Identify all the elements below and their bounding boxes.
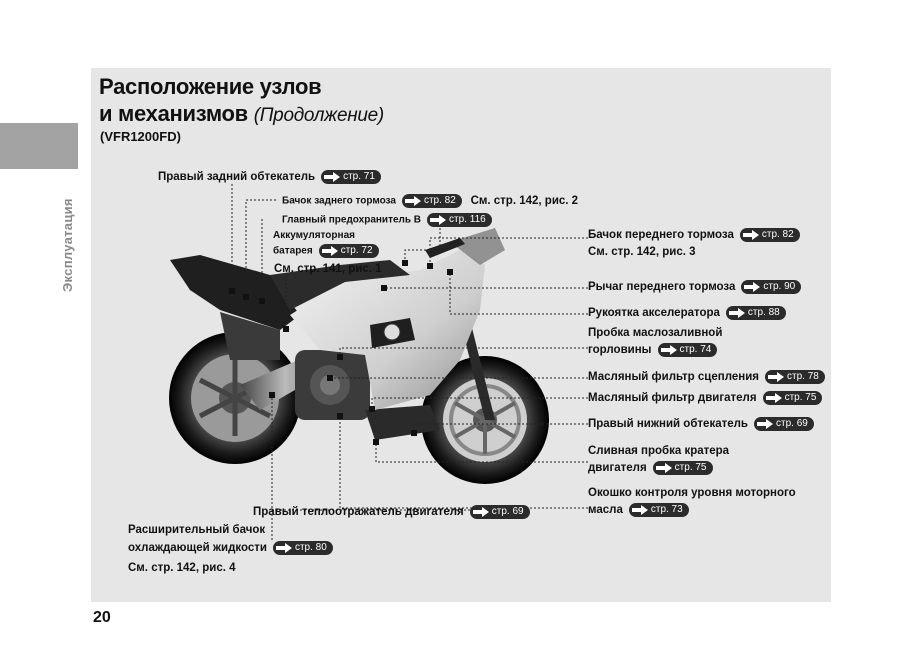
- page-title-line1: Расположение узлов: [99, 74, 322, 99]
- label-battery-see: См. стр. 141, рис. 1: [274, 263, 382, 275]
- arrow-right-icon: [768, 372, 784, 382]
- label-coolant-line1: Расширительный бачок: [128, 524, 266, 536]
- page-ref-badge[interactable]: стр. 90: [741, 280, 802, 294]
- arrow-right-icon: [728, 308, 745, 318]
- label-oil-window-line1: Окошко контроля уровня моторного: [588, 487, 796, 499]
- label-coolant-see: См. стр. 142, рис. 4: [128, 562, 236, 574]
- label-oil-filler-line1: Пробка маслозаливной: [588, 327, 723, 339]
- page-ref-badge[interactable]: стр. 116: [427, 213, 492, 227]
- arrow-right-icon: [430, 215, 447, 225]
- title-continued: (Продолжение): [253, 105, 385, 126]
- arrow-right-icon: [655, 463, 672, 473]
- arrow-right-icon: [757, 419, 774, 429]
- page-ref-badge[interactable]: стр. 82: [401, 194, 462, 208]
- section-tab-marker: [0, 123, 78, 169]
- page-ref-badge[interactable]: стр. 80: [272, 541, 333, 555]
- label-front-brake-see: См. стр. 142, рис. 3: [588, 246, 696, 258]
- label-battery-line1: Аккумуляторная: [273, 230, 355, 241]
- motorcycle-illustration: [169, 228, 549, 484]
- page-ref-badge[interactable]: стр. 69: [754, 417, 814, 431]
- arrow-right-icon: [765, 393, 782, 403]
- arrow-right-icon: [660, 345, 677, 355]
- page-ref-badge[interactable]: стр. 75: [652, 461, 713, 475]
- arrow-right-icon: [404, 196, 421, 206]
- arrow-right-icon: [472, 507, 489, 517]
- page-ref-badge[interactable]: стр. 71: [321, 170, 381, 184]
- page-ref-badge[interactable]: стр. 73: [628, 503, 689, 517]
- page-title-line2: и механизмов (Продолжение): [99, 101, 385, 126]
- model-name: (VFR1200FD): [100, 129, 181, 144]
- page-ref-badge[interactable]: стр. 74: [657, 343, 718, 357]
- page-ref-badge[interactable]: стр. 75: [762, 391, 823, 405]
- arrow-right-icon: [631, 505, 648, 515]
- label-drain-plug-line1: Сливная пробка кратера: [588, 445, 730, 457]
- page-ref-badge[interactable]: стр. 72: [318, 244, 379, 258]
- arrow-right-icon: [742, 230, 759, 240]
- arrow-right-icon: [275, 543, 292, 553]
- arrow-right-icon: [321, 246, 338, 256]
- page-ref-badge[interactable]: стр. 88: [725, 306, 786, 320]
- page-number: 20: [93, 609, 111, 626]
- page-ref-badge[interactable]: стр. 82: [739, 228, 800, 242]
- page-ref-badge[interactable]: стр. 78: [765, 370, 825, 384]
- page-ref-badge[interactable]: стр. 69: [469, 505, 530, 519]
- arrow-right-icon: [324, 172, 341, 182]
- arrow-right-icon: [744, 282, 761, 292]
